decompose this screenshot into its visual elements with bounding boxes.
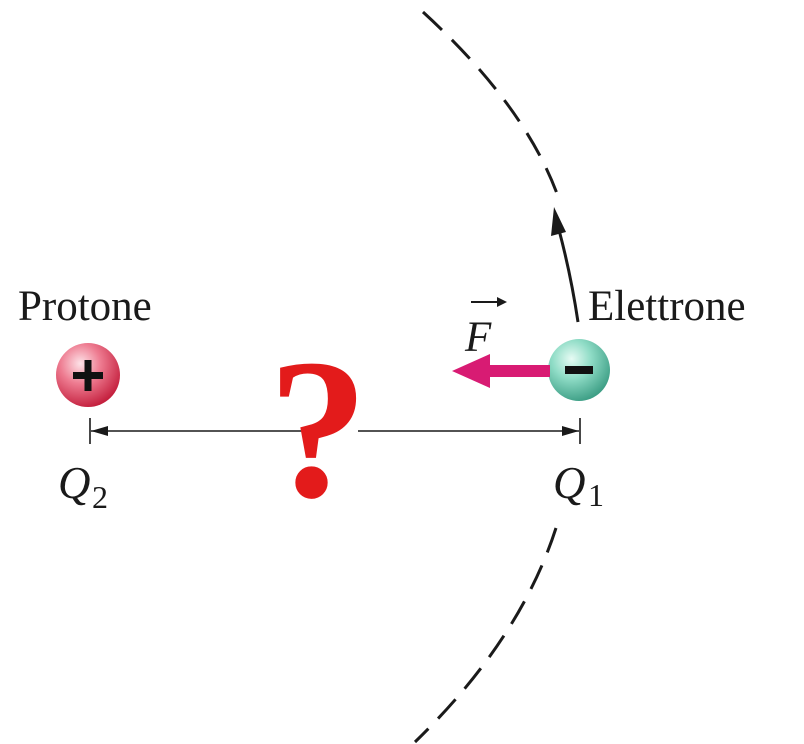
q2-symbol: Q (58, 458, 91, 508)
q1-symbol: Q (553, 458, 586, 508)
question-mark: ? (268, 319, 368, 540)
proton-label: Protone (18, 283, 152, 330)
orbit-arc-lower (413, 527, 558, 744)
orbit-direction-line (557, 229, 580, 323)
force-vector-label: F (464, 297, 507, 361)
proton-charge (56, 343, 120, 407)
q1-subscript: 1 (588, 477, 604, 513)
right-arrow-icon (497, 297, 507, 307)
electron-charge (548, 339, 610, 401)
q1-label: Q 1 (553, 458, 604, 513)
q2-label: Q 2 (58, 458, 108, 515)
up-arrow-icon (551, 207, 566, 236)
force-symbol: F (464, 314, 492, 361)
left-arrow-icon (452, 354, 550, 388)
q2-subscript: 2 (92, 479, 108, 515)
distance-line (89, 418, 581, 444)
electron-label: Elettrone (588, 283, 746, 330)
orbit-arc-upper (421, 10, 563, 206)
